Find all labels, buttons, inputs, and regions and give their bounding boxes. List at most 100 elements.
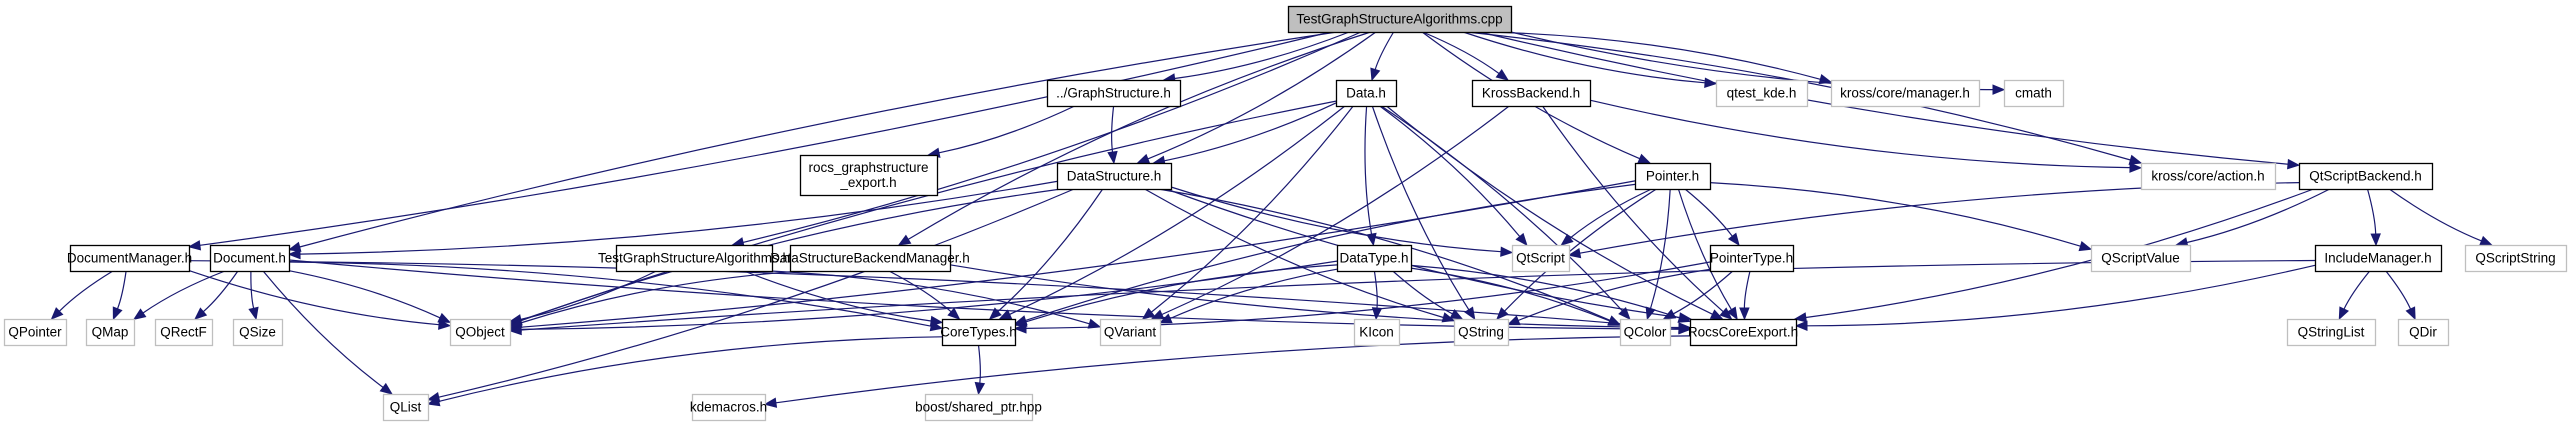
node-box	[1471, 79, 1592, 108]
node-label: QtScript	[1516, 251, 1565, 266]
edge-line	[199, 31, 1331, 246]
node-box	[1046, 79, 1182, 108]
node-root[interactable]: TestGraphStructureAlgorithms.cpp	[1287, 5, 1513, 34]
node-label: QMap	[92, 325, 129, 340]
node-box	[2090, 244, 2192, 273]
node-box	[1099, 318, 1162, 347]
edge-line	[1462, 31, 1706, 84]
node-includemanager[interactable]: IncludeManager.h	[2314, 244, 2443, 273]
node-label: boost/shared_ptr.hpp	[915, 400, 1042, 415]
node-documentmanager[interactable]: DocumentManager.h	[67, 244, 192, 273]
edge-line	[1161, 105, 1510, 316]
arrowhead-icon	[2338, 306, 2349, 321]
node-label: DataStructure.h	[1067, 169, 1162, 184]
arrowhead-icon	[1136, 153, 1151, 164]
node-label: ../GraphStructure.h	[1056, 86, 1171, 101]
edge-line	[888, 270, 952, 313]
node-label: TestGraphStructureAlgorithms.h	[598, 251, 790, 266]
edge-line	[1364, 105, 1373, 235]
node-coretypes[interactable]: CoreTypes.h	[940, 318, 1017, 347]
edge-line	[997, 188, 1104, 313]
node-label: CoreTypes.h	[940, 325, 1017, 340]
node-dsbm[interactable]: DataStructureBackendManager.h	[770, 244, 970, 273]
arrowhead-icon	[287, 241, 302, 252]
node-box	[449, 318, 512, 347]
node-label: DataStructureBackendManager.h	[770, 251, 970, 266]
node-qtscriptbackend[interactable]: QtScriptBackend.h	[2298, 162, 2434, 191]
node-label: DocumentManager.h	[67, 251, 192, 266]
edge-data-to-coretypes	[998, 105, 1346, 320]
edge-document-to-qsize	[248, 270, 259, 321]
node-box	[1619, 318, 1672, 347]
node-pointertype[interactable]: PointerType.h	[1710, 244, 1795, 273]
arrowhead-icon	[1678, 322, 1692, 333]
node-kicon: KIcon	[1353, 318, 1401, 347]
edge-line	[770, 270, 1090, 325]
node-box	[789, 244, 952, 273]
edge-line	[438, 336, 943, 402]
node-graphstructure[interactable]: ../GraphStructure.h	[1046, 79, 1182, 108]
node-document[interactable]: Document.h	[209, 244, 291, 273]
node-testgsa_h[interactable]: TestGraphStructureAlgorithms.h	[598, 244, 790, 273]
node-label: QScriptString	[2475, 251, 2555, 266]
node-label: KIcon	[1359, 325, 1394, 340]
arrowhead-icon	[1793, 312, 1807, 323]
edge-line	[188, 260, 1680, 330]
edge-line	[288, 270, 441, 319]
edge-root-to-krossbackend	[1422, 31, 1509, 81]
node-qtest_kde: qtest_kde.h	[1715, 79, 1809, 108]
edge-line	[2366, 188, 2377, 235]
edge-line	[1589, 99, 2131, 169]
edge-pointer-to-rocscoreexport	[1677, 188, 1738, 321]
edge-line	[2186, 188, 2331, 244]
node-pointer[interactable]: Pointer.h	[1634, 162, 1712, 191]
arrowhead-icon	[974, 381, 986, 396]
edge-documentmanager-to-qmap	[112, 270, 127, 321]
edge-root-to-document	[287, 31, 1337, 252]
node-qobject: QObject	[449, 318, 512, 347]
arrowhead-icon	[1704, 77, 1718, 89]
edge-datatype-to-coretypes	[1013, 264, 1338, 327]
edge-line	[116, 270, 127, 310]
edge-line	[1806, 264, 2316, 327]
node-kdemacros: kdemacros.h	[690, 393, 767, 422]
node-datatype[interactable]: DataType.h	[1336, 244, 1413, 273]
edge-line	[1144, 188, 1444, 319]
edge-line	[520, 270, 657, 320]
edge-line	[1677, 188, 1732, 310]
node-box	[2003, 79, 2065, 108]
arrowhead-icon	[1709, 309, 1724, 320]
edge-data-to-qtscript	[1379, 105, 1528, 247]
arrowhead-icon	[508, 324, 522, 336]
node-data[interactable]: Data.h	[1335, 79, 1398, 108]
node-qlist: QList	[382, 393, 430, 422]
edge-line	[1373, 270, 1378, 309]
edge-rocscoreexport-to-kdemacros	[763, 335, 1691, 408]
node-label: QString	[1458, 325, 1504, 340]
arrowhead-icon	[1662, 309, 1677, 320]
edge-document-to-qmap	[132, 270, 226, 321]
node-label: QList	[390, 400, 422, 415]
node-box	[85, 318, 136, 347]
edge-line	[1147, 31, 1377, 160]
node-krossbackend[interactable]: KrossBackend.h	[1471, 79, 1592, 108]
edge-documentmanager-to-qpointer	[50, 270, 114, 320]
edge-pointer-to-qscriptvalue	[1709, 182, 2093, 252]
edge-line	[1673, 270, 1734, 315]
node-label: PointerType.h	[1710, 251, 1793, 266]
node-qrectf: QRectF	[154, 318, 214, 347]
edge-line	[1151, 105, 1354, 313]
node-qsize: QSize	[232, 318, 284, 347]
node-qstring: QString	[1453, 318, 1510, 347]
node-label: DataType.h	[1339, 251, 1408, 266]
arrowhead-icon	[1371, 307, 1383, 321]
node-label: cmath	[2015, 86, 2052, 101]
node-rocscoreexport[interactable]: RocsCoreExport.h	[1688, 318, 1798, 347]
node-box	[1634, 162, 1712, 191]
edge-datatype-to-kicon	[1371, 270, 1383, 321]
edges-layer	[50, 31, 2493, 408]
node-box	[2298, 162, 2434, 191]
node-box	[1056, 162, 1173, 191]
node-datastructure[interactable]: DataStructure.h	[1056, 162, 1173, 191]
node-rocsexport[interactable]: rocs_graphstructure_export.h	[799, 154, 939, 197]
